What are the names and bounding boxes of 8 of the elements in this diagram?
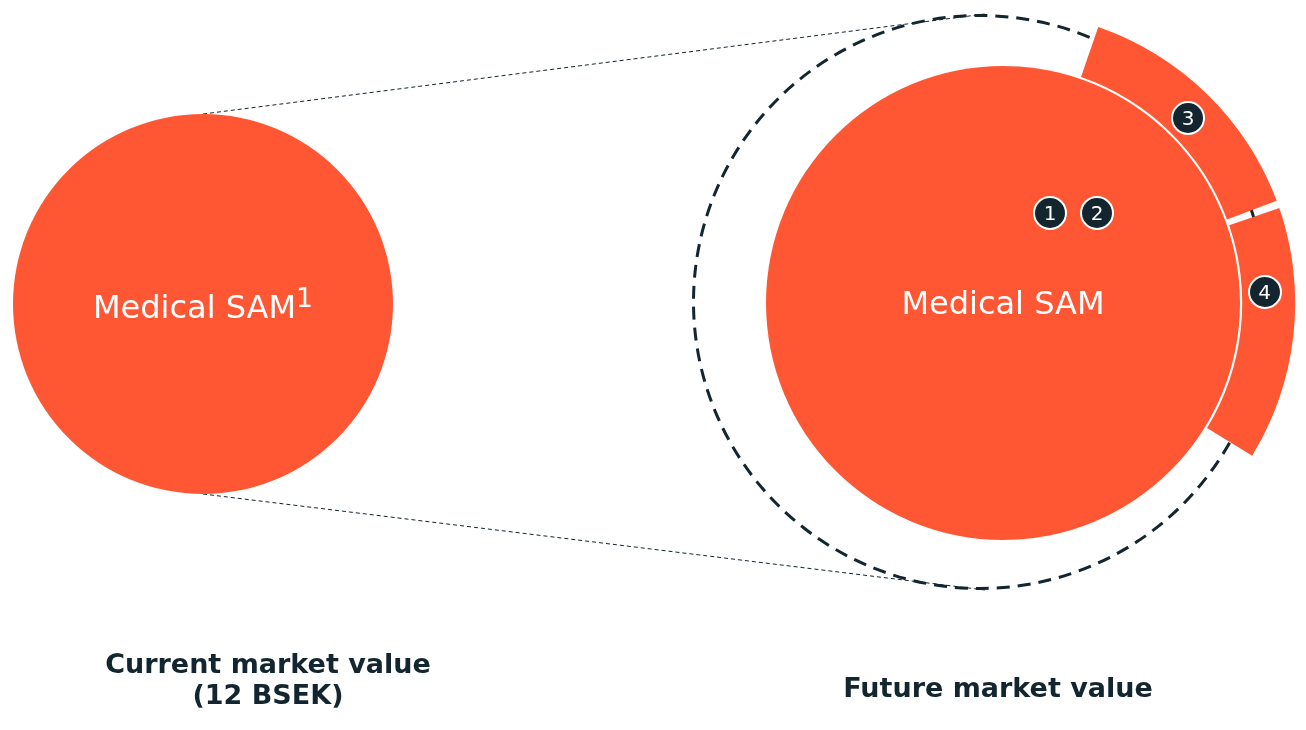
dashed-projection-line	[202, 13, 986, 115]
dashed-projection-line	[202, 493, 986, 591]
caption-text: Current market value (12 BSEK)	[104, 648, 432, 710]
ring-segment	[1206, 207, 1295, 456]
circle-label: Medical SAM	[901, 284, 1105, 322]
caption-text: Future market value	[842, 672, 1154, 703]
circle-label: Medical SAM$^{1}$	[92, 281, 314, 327]
market-circle	[13, 114, 393, 494]
